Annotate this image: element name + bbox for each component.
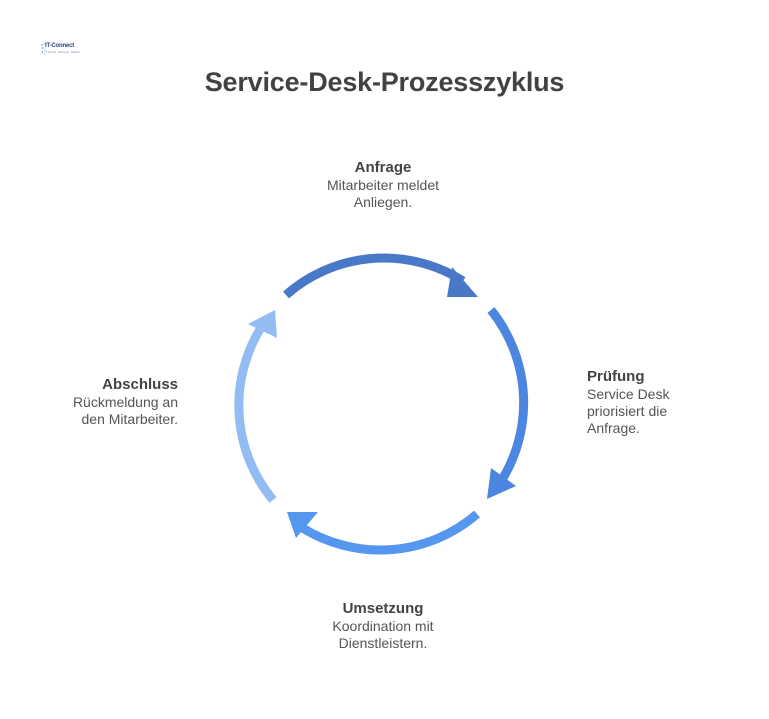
- logo-tagline: IT-Service · Beratung · Support: [45, 51, 80, 54]
- step-pruefung: Prüfung Service Desk priorisiert die Anf…: [587, 367, 717, 437]
- step-umsetzung: Umsetzung Koordination mit Dienstleister…: [283, 599, 483, 652]
- step-pruefung-line-1: Service Desk: [587, 386, 670, 402]
- arc-right: [487, 307, 529, 486]
- step-pruefung-line-3: Anfrage.: [587, 420, 640, 436]
- arc-left: [234, 323, 277, 503]
- step-umsetzung-line-2: Dienstleistern.: [338, 635, 428, 651]
- step-pruefung-title: Prüfung: [587, 368, 645, 385]
- arrow-head-right-icon: [487, 468, 516, 499]
- step-abschluss-title: Abschluss: [102, 376, 178, 393]
- company-logo: IT-Connect IT-Service · Beratung · Suppo…: [41, 43, 80, 57]
- arc-top: [283, 253, 466, 299]
- logo-dots-icon: [41, 43, 46, 55]
- arrow-head-left-icon: [248, 310, 277, 338]
- step-abschluss: Abschluss Rückmeldung an den Mitarbeiter…: [28, 375, 178, 428]
- arrow-head-bottom-icon: [287, 512, 318, 538]
- arc-bottom: [298, 510, 480, 555]
- step-abschluss-line-1: Rückmeldung an: [72, 394, 178, 410]
- step-anfrage-line-2: Anliegen.: [353, 194, 413, 210]
- step-pruefung-line-2: priorisiert die: [587, 403, 668, 419]
- page-title: Service-Desk-Prozesszyklus: [204, 67, 565, 97]
- step-anfrage-line-1: Mitarbeiter meldet: [326, 177, 440, 193]
- arrow-head-top-icon: [447, 267, 478, 297]
- step-umsetzung-line-1: Koordination mit: [332, 618, 434, 634]
- logo-text: IT-Connect: [45, 43, 74, 49]
- step-anfrage-title: Anfrage: [354, 159, 412, 176]
- step-anfrage: Anfrage Mitarbeiter meldet Anliegen.: [283, 158, 483, 211]
- step-umsetzung-title: Umsetzung: [342, 600, 424, 617]
- step-abschluss-line-2: den Mitarbeiter.: [81, 411, 179, 427]
